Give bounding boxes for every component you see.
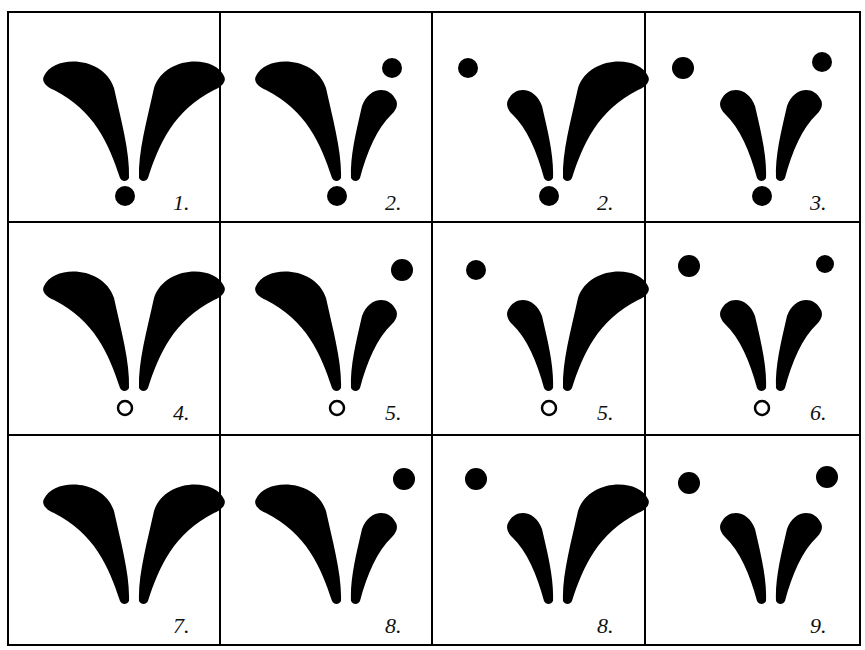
callout-number: 7. [173,615,190,637]
callout-number: 5. [385,402,402,424]
callout-number: 9. [810,615,827,637]
callout-number: 8. [597,615,614,637]
callout-number: 5. [597,402,614,424]
callout-number: 1. [173,192,190,214]
callout-number: 4. [173,402,190,424]
callout-number: 2. [597,192,614,214]
callout-number: 8. [385,615,402,637]
callout-number: 3. [810,192,827,214]
callout-number: 6. [810,402,827,424]
callout-number: 2. [385,192,402,214]
